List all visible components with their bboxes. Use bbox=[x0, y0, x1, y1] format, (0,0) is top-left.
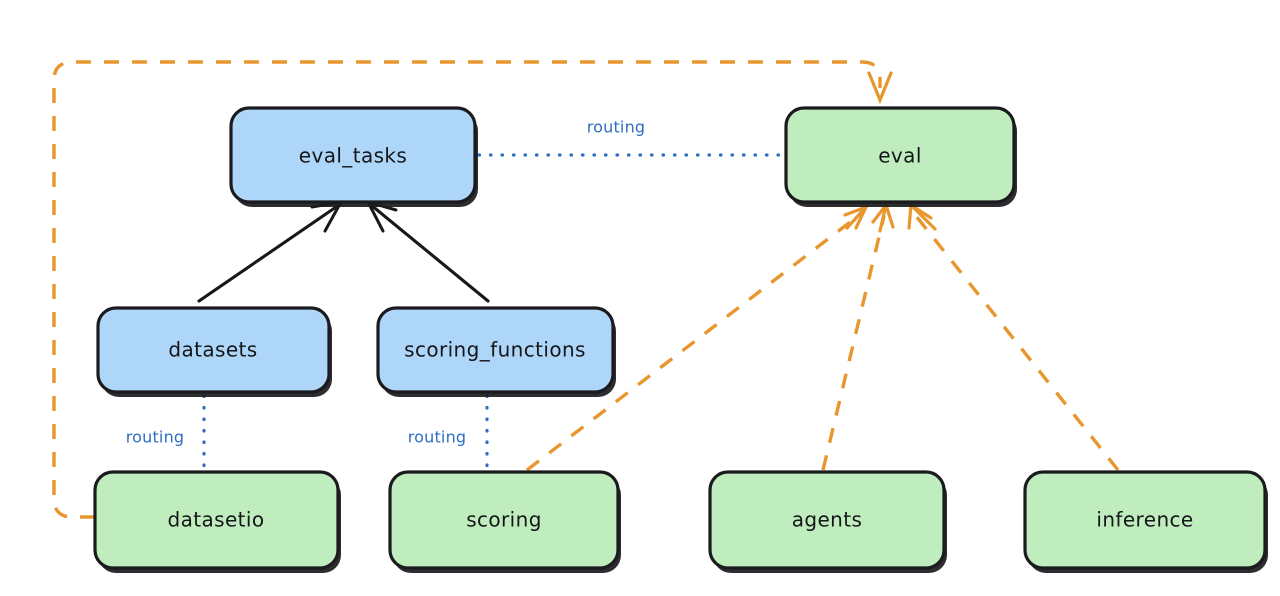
edge-inference-eval[interactable] bbox=[907, 202, 1120, 472]
node-eval[interactable]: eval bbox=[784, 106, 1017, 207]
node-body bbox=[388, 470, 620, 570]
node-label-datasetio: datasetio bbox=[167, 508, 264, 532]
edge-datasets-eval-tasks[interactable] bbox=[197, 199, 344, 303]
node-scoring[interactable]: scoring bbox=[388, 470, 621, 573]
nodes-group: eval_tasks eval datasets scoring_functio… bbox=[93, 106, 1268, 573]
node-body bbox=[784, 106, 1016, 204]
node-label-eval: eval bbox=[878, 144, 922, 168]
node-body bbox=[93, 470, 340, 570]
solid-edges-group bbox=[197, 199, 490, 303]
node-label-datasets: datasets bbox=[168, 338, 257, 362]
edge-scoring-functions-eval-tasks[interactable] bbox=[365, 199, 490, 303]
node-scoring-functions[interactable]: scoring_functions bbox=[376, 306, 616, 397]
arrowhead-tail-icon bbox=[909, 203, 937, 231]
node-body bbox=[1023, 470, 1267, 570]
arrowhead-icon bbox=[867, 71, 893, 105]
node-body bbox=[376, 306, 615, 394]
edge-label-routing-eval-tasks: routing bbox=[587, 118, 646, 137]
node-datasetio[interactable]: datasetio bbox=[93, 470, 341, 573]
node-body bbox=[229, 106, 477, 204]
node-label-scoring-functions: scoring_functions bbox=[404, 338, 586, 362]
node-inference[interactable]: inference bbox=[1023, 470, 1268, 573]
node-label-inference: inference bbox=[1096, 508, 1193, 532]
node-label-eval-tasks: eval_tasks bbox=[299, 144, 407, 168]
node-agents[interactable]: agents bbox=[708, 470, 947, 573]
node-eval-tasks[interactable]: eval_tasks bbox=[229, 106, 478, 207]
edge-datasetio-eval[interactable] bbox=[52, 60, 893, 519]
node-label-agents: agents bbox=[792, 508, 863, 532]
node-body bbox=[708, 470, 946, 570]
routing-edges-group bbox=[202, 153, 784, 470]
node-datasets[interactable]: datasets bbox=[96, 306, 332, 397]
node-label-scoring: scoring bbox=[466, 508, 542, 532]
node-body bbox=[96, 306, 331, 394]
arrowhead-tail-icon bbox=[878, 203, 888, 233]
edge-agents-eval[interactable] bbox=[821, 201, 895, 471]
edge-label-routing-datasets: routing bbox=[126, 428, 185, 447]
arrowhead-tail-icon bbox=[845, 205, 868, 230]
edge-labels-group: routing routing routing bbox=[126, 118, 646, 447]
edge-label-routing-scoring: routing bbox=[408, 428, 467, 447]
